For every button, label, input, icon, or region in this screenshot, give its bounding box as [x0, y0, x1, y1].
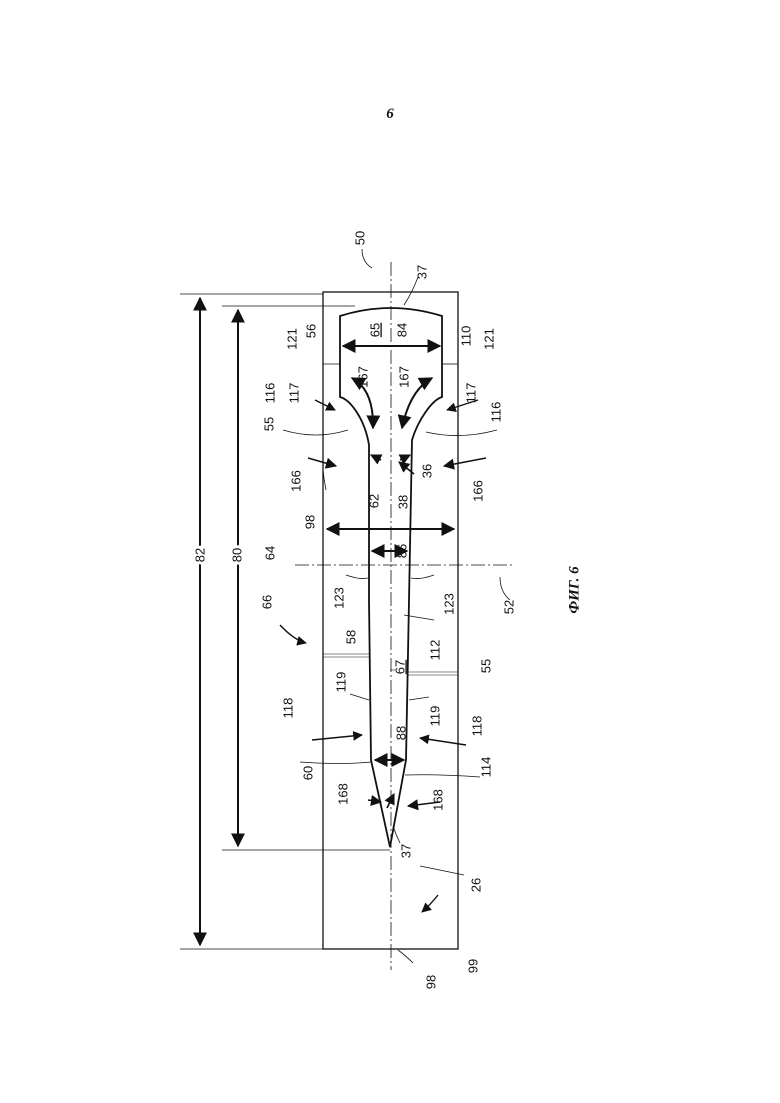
- label-119-right: 119: [427, 706, 442, 727]
- label-55-left: 55: [261, 417, 276, 431]
- label-56: 56: [303, 324, 318, 338]
- label-98-left: 98: [302, 515, 317, 529]
- label-118-left: 118: [280, 698, 295, 719]
- label-50: 50: [352, 231, 367, 245]
- label-117-right: 117: [463, 383, 478, 404]
- label-123-left: 123: [331, 587, 346, 609]
- label-166-left: 166: [288, 470, 303, 492]
- label-119-left: 119: [333, 672, 348, 693]
- label-123-right: 123: [441, 593, 456, 615]
- label-82: 82: [192, 548, 207, 562]
- label-64: 64: [262, 546, 277, 560]
- label-88: 88: [393, 726, 408, 740]
- label-116-right: 116: [488, 402, 503, 423]
- label-167-left: 167: [355, 366, 370, 388]
- label-168-left: 168: [335, 783, 350, 805]
- label-52: 52: [501, 600, 516, 614]
- label-80: 80: [229, 548, 244, 562]
- label-26: 26: [468, 878, 483, 892]
- label-67: 67: [392, 660, 407, 674]
- label-166-right: 166: [470, 480, 485, 502]
- label-84: 84: [394, 323, 409, 337]
- label-167-right: 167: [396, 366, 411, 388]
- label-66: 66: [259, 595, 274, 609]
- label-86: 86: [394, 544, 409, 558]
- label-121-left: 121: [284, 328, 299, 350]
- label-37-top: 37: [414, 265, 429, 279]
- label-117-left: 117: [286, 383, 301, 404]
- outer-strip: [323, 292, 458, 949]
- label-116-left: 116: [262, 383, 277, 404]
- label-58: 58: [343, 630, 358, 644]
- label-36: 36: [419, 464, 434, 478]
- label-55-right: 55: [478, 659, 493, 673]
- label-112: 112: [427, 640, 442, 661]
- label-65: 65: [367, 323, 382, 337]
- label-121-right: 121: [481, 328, 496, 350]
- label-168-right: 168: [430, 789, 445, 811]
- label-37-bottom: 37: [398, 844, 413, 858]
- label-62: 62: [366, 494, 381, 508]
- label-60: 60: [300, 766, 315, 780]
- label-118-right: 118: [469, 716, 484, 737]
- figure-caption: ФИГ. 6: [566, 566, 582, 614]
- label-99: 99: [465, 959, 480, 973]
- label-38: 38: [395, 495, 410, 509]
- label-98-bottom: 98: [423, 975, 438, 989]
- label-114: 114: [478, 757, 493, 778]
- label-110: 110: [458, 326, 473, 347]
